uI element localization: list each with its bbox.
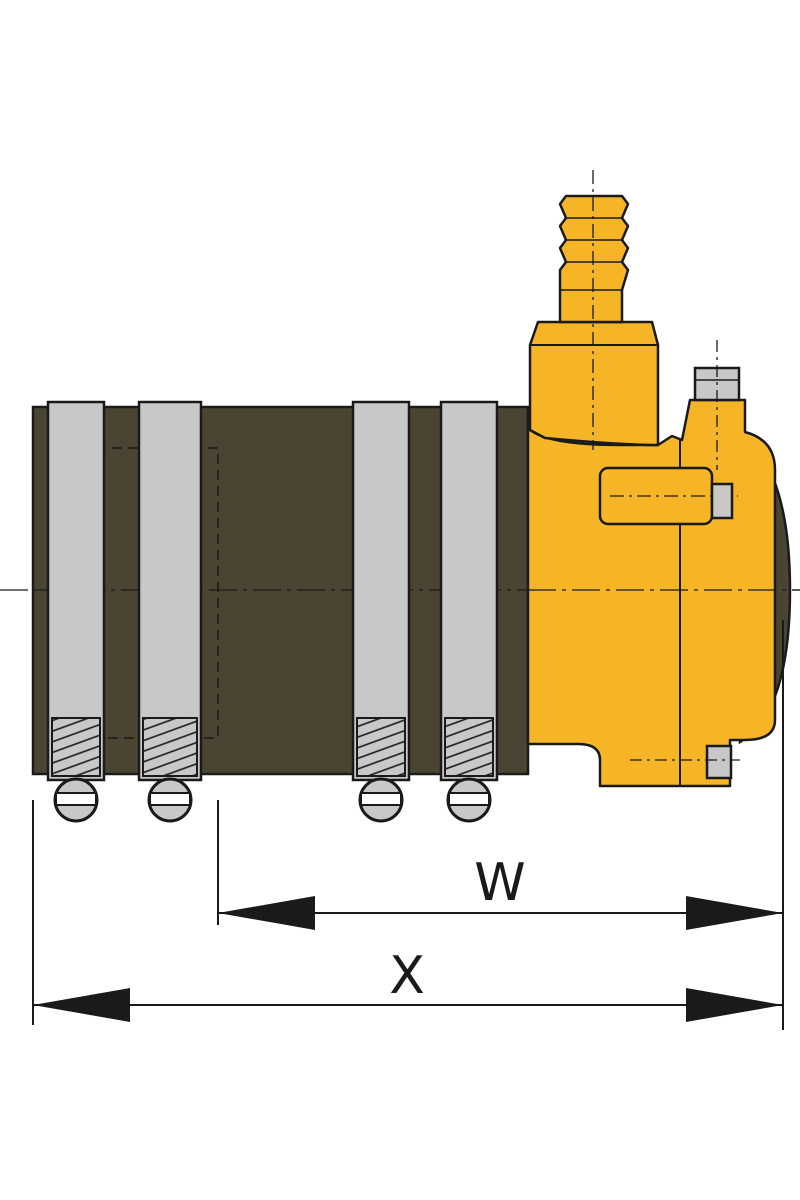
hose-clamp-3 [351, 400, 411, 823]
hose-clamp-1 [46, 400, 106, 823]
side-bolt-upper [710, 482, 734, 520]
dimension-x-label: X [389, 946, 425, 1006]
pump-body [526, 320, 800, 788]
dimension-w: W [218, 853, 783, 930]
dimension-w-label: W [474, 853, 525, 913]
side-bolt-lower [630, 744, 740, 780]
hose-clamp-2 [137, 400, 203, 823]
dimension-x: X [33, 946, 783, 1022]
hose-clamp-4 [439, 400, 499, 823]
hose-barb-fitting [558, 170, 630, 450]
bleed-screw [693, 340, 741, 470]
